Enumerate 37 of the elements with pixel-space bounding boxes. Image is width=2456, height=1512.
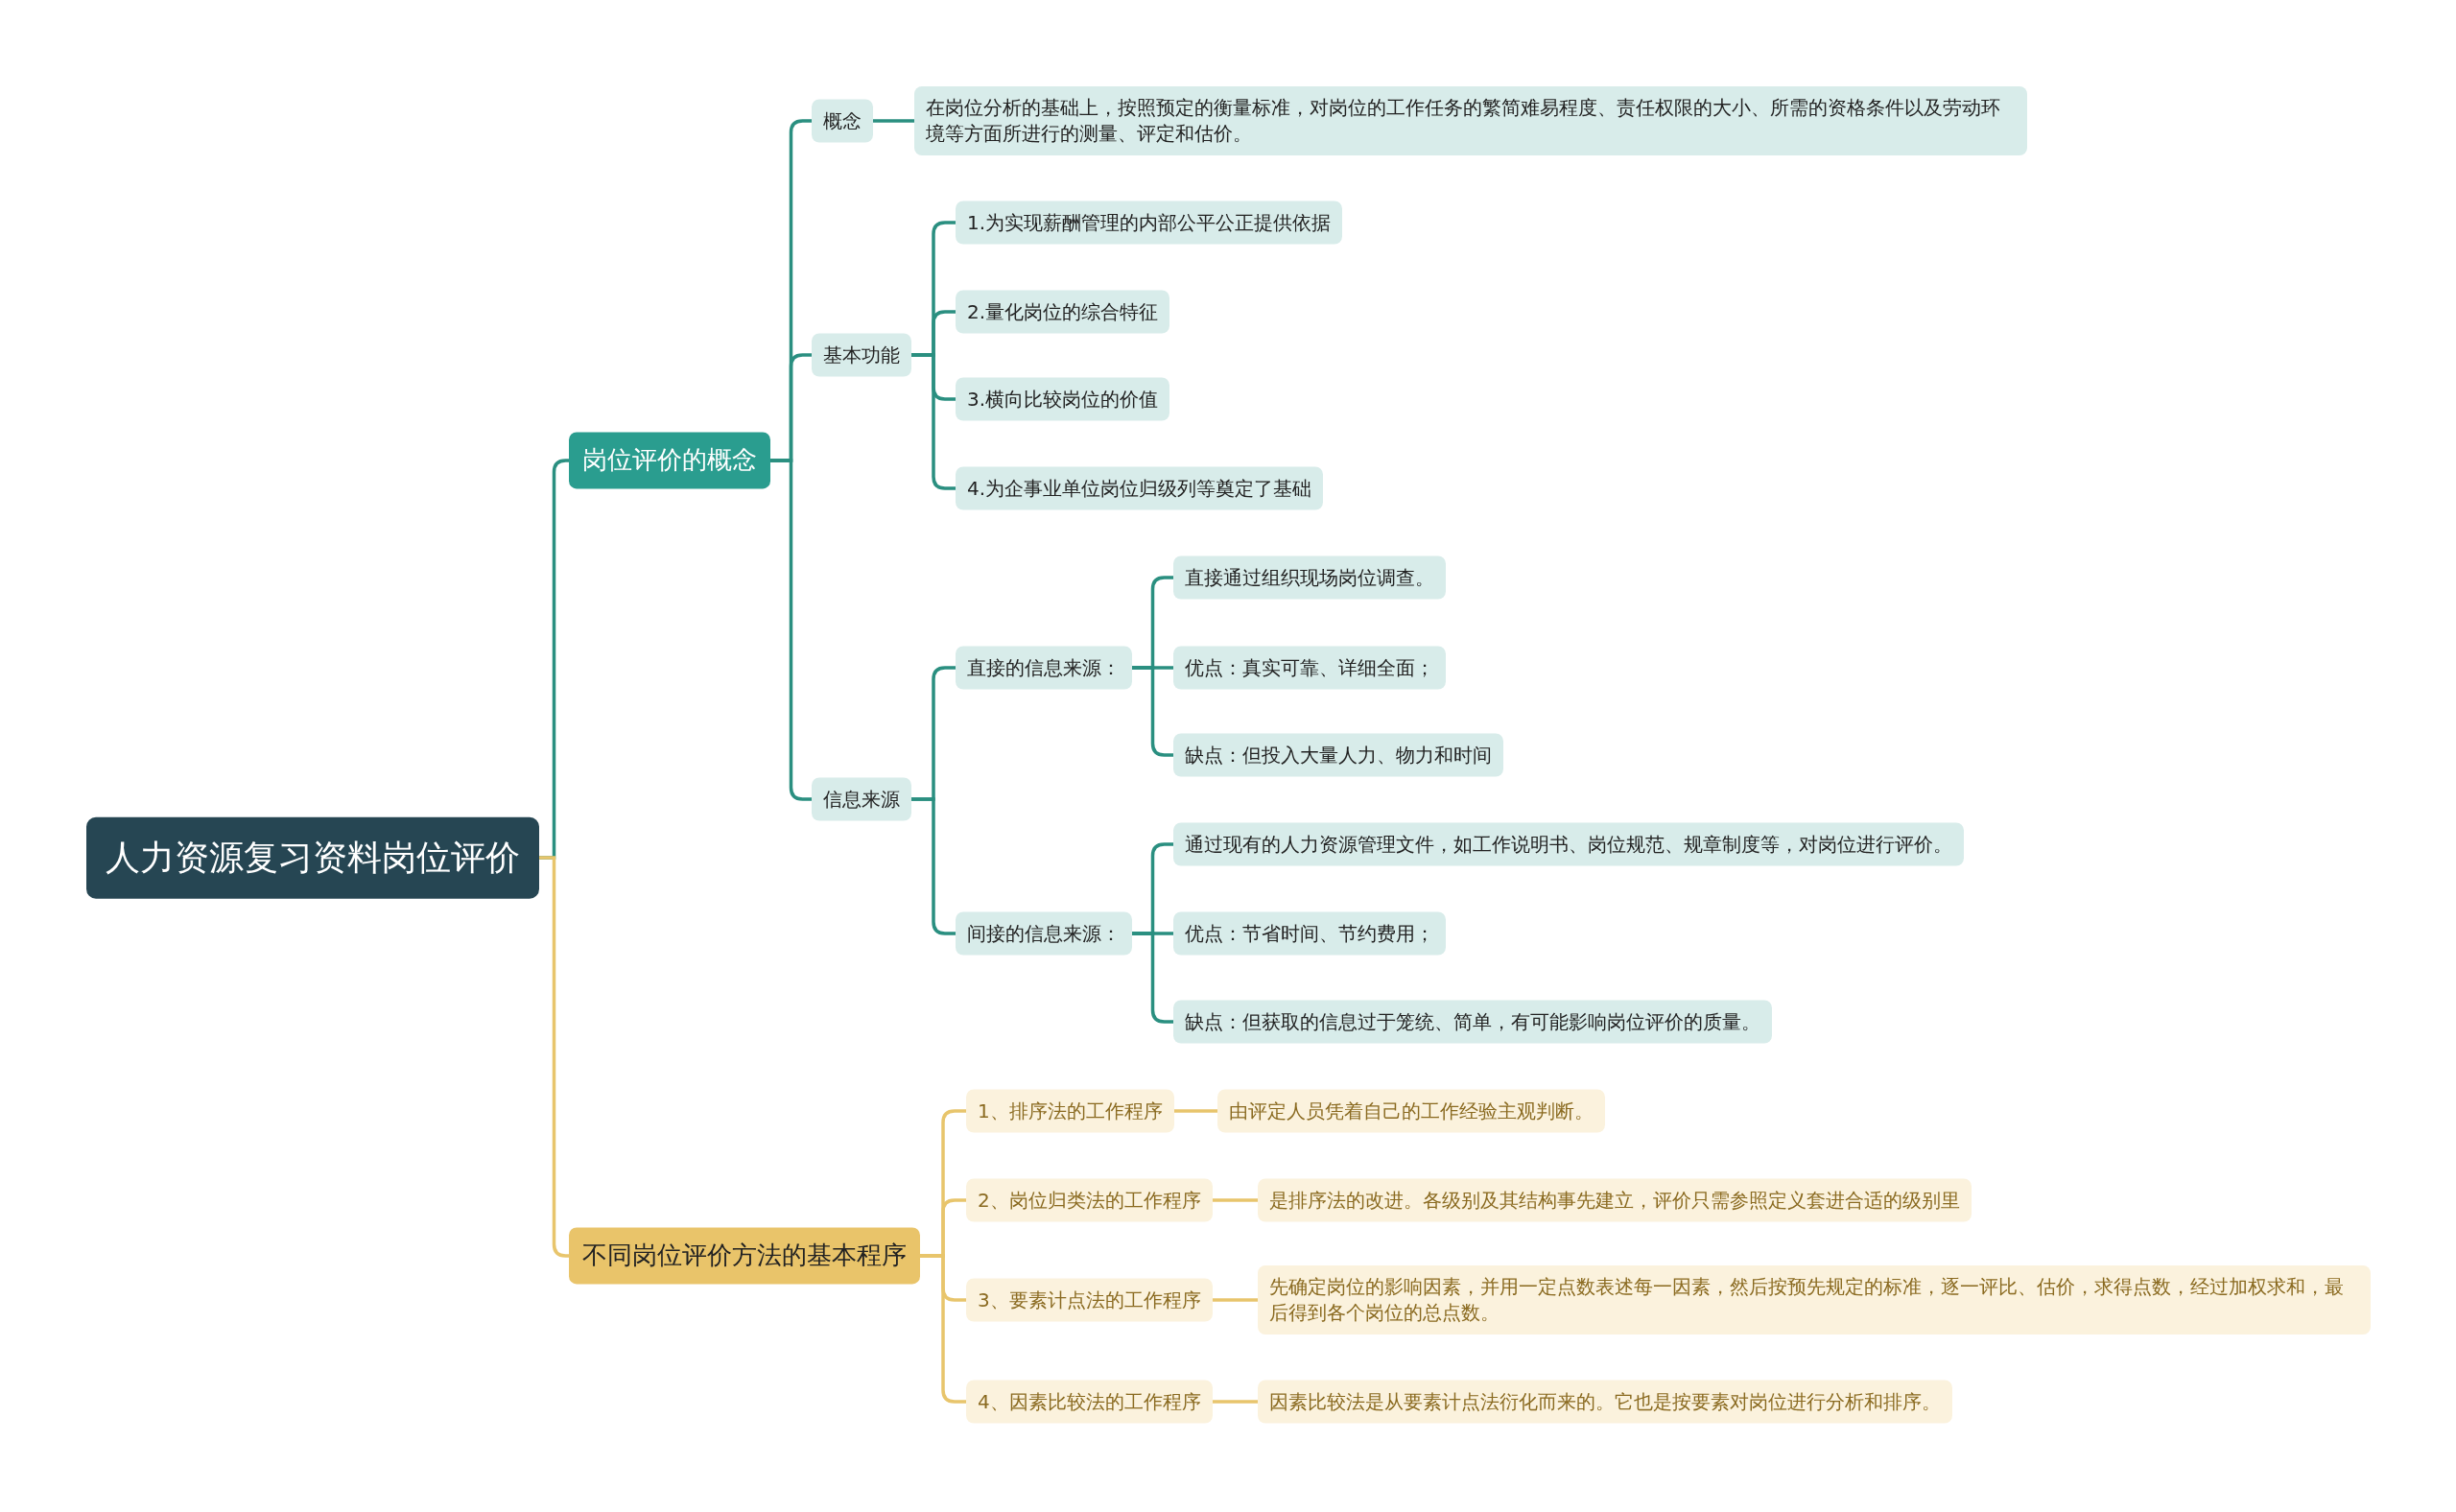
branch-topic: 不同岗位评价方法的基本程序	[569, 1227, 920, 1285]
topic-box: 由评定人员凭着自己的工作经验主观判断。	[1217, 1089, 1605, 1133]
topic-box: 4.为企事业单位岗位归级列等奠定了基础	[956, 466, 1324, 510]
note-box: 先确定岗位的影响因素，并用一定点数表述每一因素，然后按预先规定的标准，逐一评比、估价，求得点数，经过加权求和，最后得到各个岗位的总点数。	[1258, 1265, 2371, 1335]
topic-box: 直接通过组织现场岗位调查。	[1173, 555, 1446, 600]
topic-box: 4、因素比较法的工作程序	[966, 1380, 1213, 1424]
topic-box: 优点：真实可靠、详细全面；	[1173, 646, 1446, 690]
topic-box: 2.量化岗位的综合特征	[956, 290, 1170, 334]
topic-box: 通过现有的人力资源管理文件，如工作说明书、岗位规范、规章制度等，对岗位进行评价。	[1173, 822, 1964, 866]
connector	[1132, 666, 1173, 757]
topic-box: 缺点：但获取的信息过于笼统、简单，有可能影响岗位评价的质量。	[1173, 1000, 1772, 1044]
topic-box: 因素比较法是从要素计点法衍化而来的。它也是按要素对岗位进行分析和排序。	[1258, 1380, 1952, 1424]
topic-box: 基本功能	[812, 333, 911, 377]
root-topic: 人力资源复习资料岗位评价	[86, 816, 539, 899]
topic-box: 1、排序法的工作程序	[966, 1089, 1174, 1133]
topic-box: 直接的信息来源：	[956, 646, 1132, 690]
connector	[1212, 1400, 1258, 1404]
note-box: 在岗位分析的基础上，按照预定的衡量标准，对岗位的工作任务的繁简难易程度、责任权限的大小、所需的资格条件以及劳动环境等方面所进行的测量、评定和估价。	[914, 86, 2027, 155]
topic-box: 3.横向比较岗位的价值	[956, 377, 1170, 421]
topic-box: 间接的信息来源：	[956, 911, 1132, 956]
connector	[1212, 1198, 1258, 1202]
connector	[920, 1254, 966, 1404]
connector	[1132, 932, 1173, 1024]
branch-topic: 岗位评价的概念	[569, 432, 770, 489]
topic-box: 是排序法的改进。各级别及其结构事先建立，评价只需参照定义套进合适的级别里	[1258, 1178, 1972, 1222]
topic-box: 缺点：但投入大量人力、物力和时间	[1173, 733, 1503, 777]
connector	[1212, 1298, 1258, 1302]
topic-box: 信息来源	[812, 777, 911, 821]
topic-box: 1.为实现薪酬管理的内部公平公正提供依据	[956, 201, 1343, 245]
connector	[873, 119, 914, 123]
topic-box: 2、岗位归类法的工作程序	[966, 1178, 1213, 1222]
connector	[770, 459, 812, 801]
topic-box: 概念	[812, 99, 873, 143]
connector	[1173, 1109, 1217, 1113]
connector	[911, 797, 956, 935]
topic-box: 3、要素计点法的工作程序	[966, 1278, 1213, 1322]
topic-box: 优点：节省时间、节约费用；	[1173, 911, 1446, 956]
